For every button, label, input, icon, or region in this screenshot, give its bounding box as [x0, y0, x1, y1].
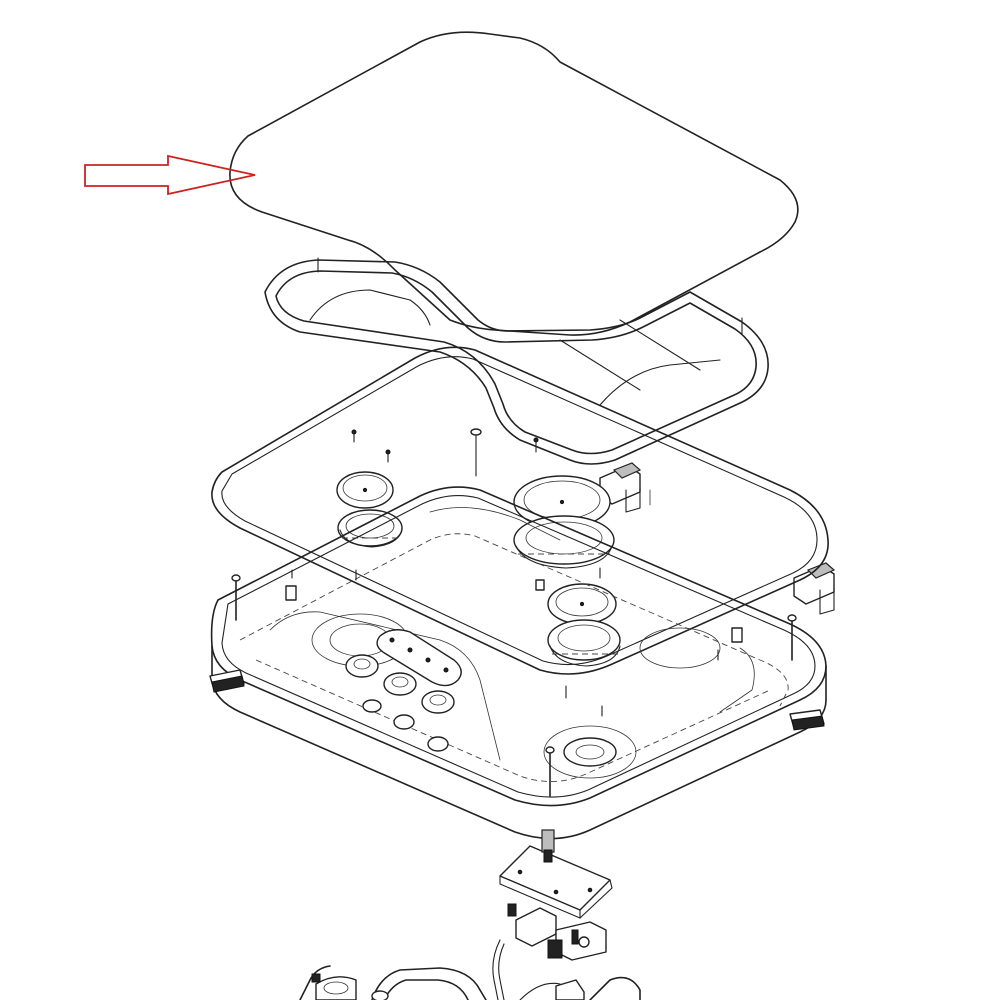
ignition-module	[515, 907, 607, 961]
burner-cap-large	[513, 475, 615, 569]
glass-lid	[229, 31, 799, 336]
gas-pipe-assembly	[299, 903, 641, 1000]
lid-hinge-bracket-right	[793, 562, 836, 615]
screws-tray	[231, 567, 797, 797]
hob-rim-frame	[211, 346, 829, 675]
mounting-bracket	[499, 829, 613, 919]
pan-support-rack	[264, 257, 769, 465]
burner-cap-front	[547, 583, 621, 667]
gas-valve	[345, 654, 455, 752]
burner-cap-left	[336, 471, 403, 548]
screws-upper	[351, 428, 539, 477]
hollow-arrow-right-icon	[84, 154, 256, 196]
control-knob-panel	[345, 629, 462, 752]
lid-hinge-bracket	[599, 462, 651, 513]
tray-feet	[209, 669, 825, 731]
